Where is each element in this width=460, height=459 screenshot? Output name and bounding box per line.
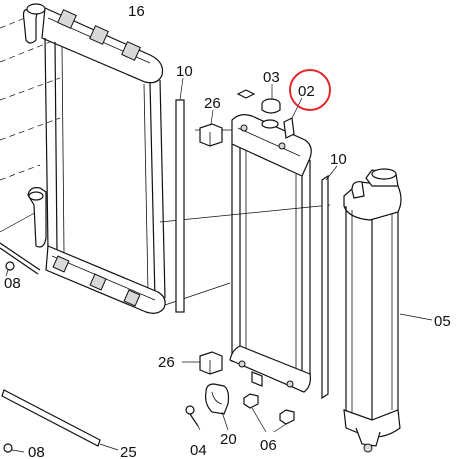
rubber-block-26-lower (182, 351, 223, 375)
callout-08-lower: 08 (28, 444, 45, 459)
seal-strip-10-left (175, 77, 185, 313)
bracket-20 (205, 383, 230, 431)
radiator-frame-16 (22, 3, 166, 314)
callout-25: 25 (120, 444, 137, 459)
oil-cooler-05 (343, 168, 433, 453)
bolt-08-upper (0, 242, 41, 277)
radiator-02 (229, 97, 312, 393)
callout-02: 02 (298, 83, 315, 100)
callout-04: 04 (190, 442, 207, 459)
bolt-04 (185, 405, 201, 431)
callout-20: 20 (220, 431, 237, 448)
callout-05: 05 (434, 313, 451, 330)
radiator-cap-03 (236, 84, 281, 114)
rubber-block-26-upper (199, 109, 223, 147)
bolt-08-lower (3, 443, 25, 453)
callout-labels: 16 10 26 03 02 10 08 05 26 20 04 06 08 2… (4, 3, 451, 459)
callout-26-upper: 26 (204, 95, 221, 112)
callout-10-left: 10 (176, 63, 193, 80)
seal-strip-10-right (321, 165, 338, 400)
callout-03: 03 (263, 69, 280, 86)
nuts-06 (243, 393, 295, 433)
callout-16: 16 (128, 3, 145, 20)
callout-10-right: 10 (330, 151, 347, 168)
callout-08-upper: 08 (4, 275, 21, 292)
rod-25 (1, 389, 119, 451)
callout-06: 06 (260, 437, 277, 454)
highlight-circle (289, 69, 331, 111)
callout-26-lower: 26 (158, 354, 175, 371)
